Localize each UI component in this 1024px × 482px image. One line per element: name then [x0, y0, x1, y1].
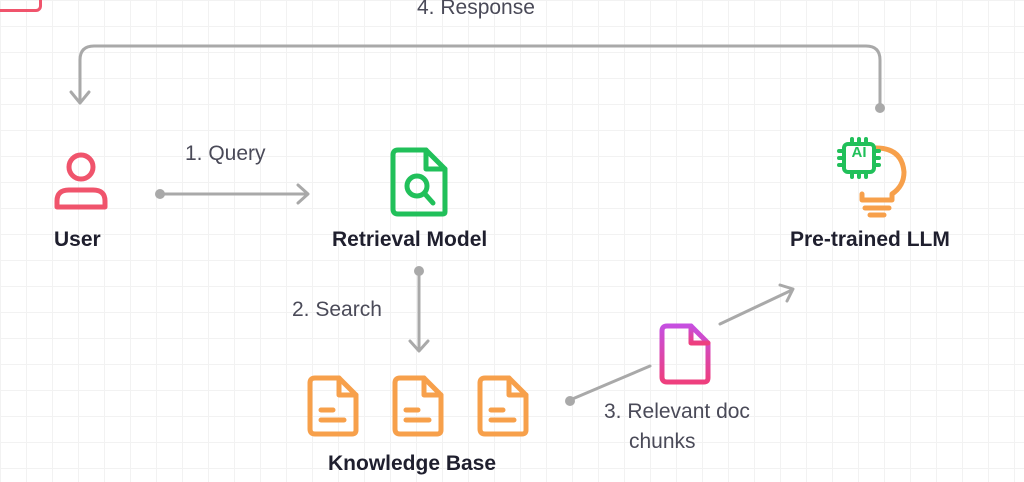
ai-badge-label: AI: [851, 144, 867, 161]
search-step-label: 2. Search: [292, 298, 382, 321]
chunks-arrow-1: [568, 364, 652, 402]
search-start-dot: [414, 266, 424, 276]
chunks-start-dot: [565, 396, 575, 406]
response-step-label: 4. Response: [417, 0, 535, 19]
user-icon: [54, 152, 108, 210]
response-arrowhead: [69, 90, 91, 105]
user-label: User: [54, 228, 101, 251]
chunks-arrow-2: [718, 288, 794, 326]
ai-lightbulb-icon: [837, 137, 907, 218]
chunks-step-label-line2: chunks: [629, 430, 696, 453]
retrieval-model-label: Retrieval Model: [332, 228, 488, 251]
document-icon-2: [392, 375, 444, 437]
corner-accent: [0, 0, 42, 12]
query-start-dot: [155, 189, 165, 199]
document-icon-3: [477, 375, 529, 437]
response-arrow: [78, 44, 882, 108]
response-start-dot: [875, 103, 885, 113]
document-chunk-icon: [659, 323, 711, 385]
search-arrowhead: [408, 339, 430, 353]
document-search-icon: [390, 147, 448, 217]
knowledge-base-label: Knowledge Base: [328, 452, 497, 475]
document-icon-1: [307, 375, 359, 437]
chunks-arrowhead: [778, 283, 795, 303]
llm-label: Pre-trained LLM: [790, 228, 950, 251]
chunks-step-label-line1: 3. Relevant doc: [604, 400, 750, 423]
query-arrowhead: [296, 183, 310, 205]
query-step-label: 1. Query: [185, 142, 266, 165]
